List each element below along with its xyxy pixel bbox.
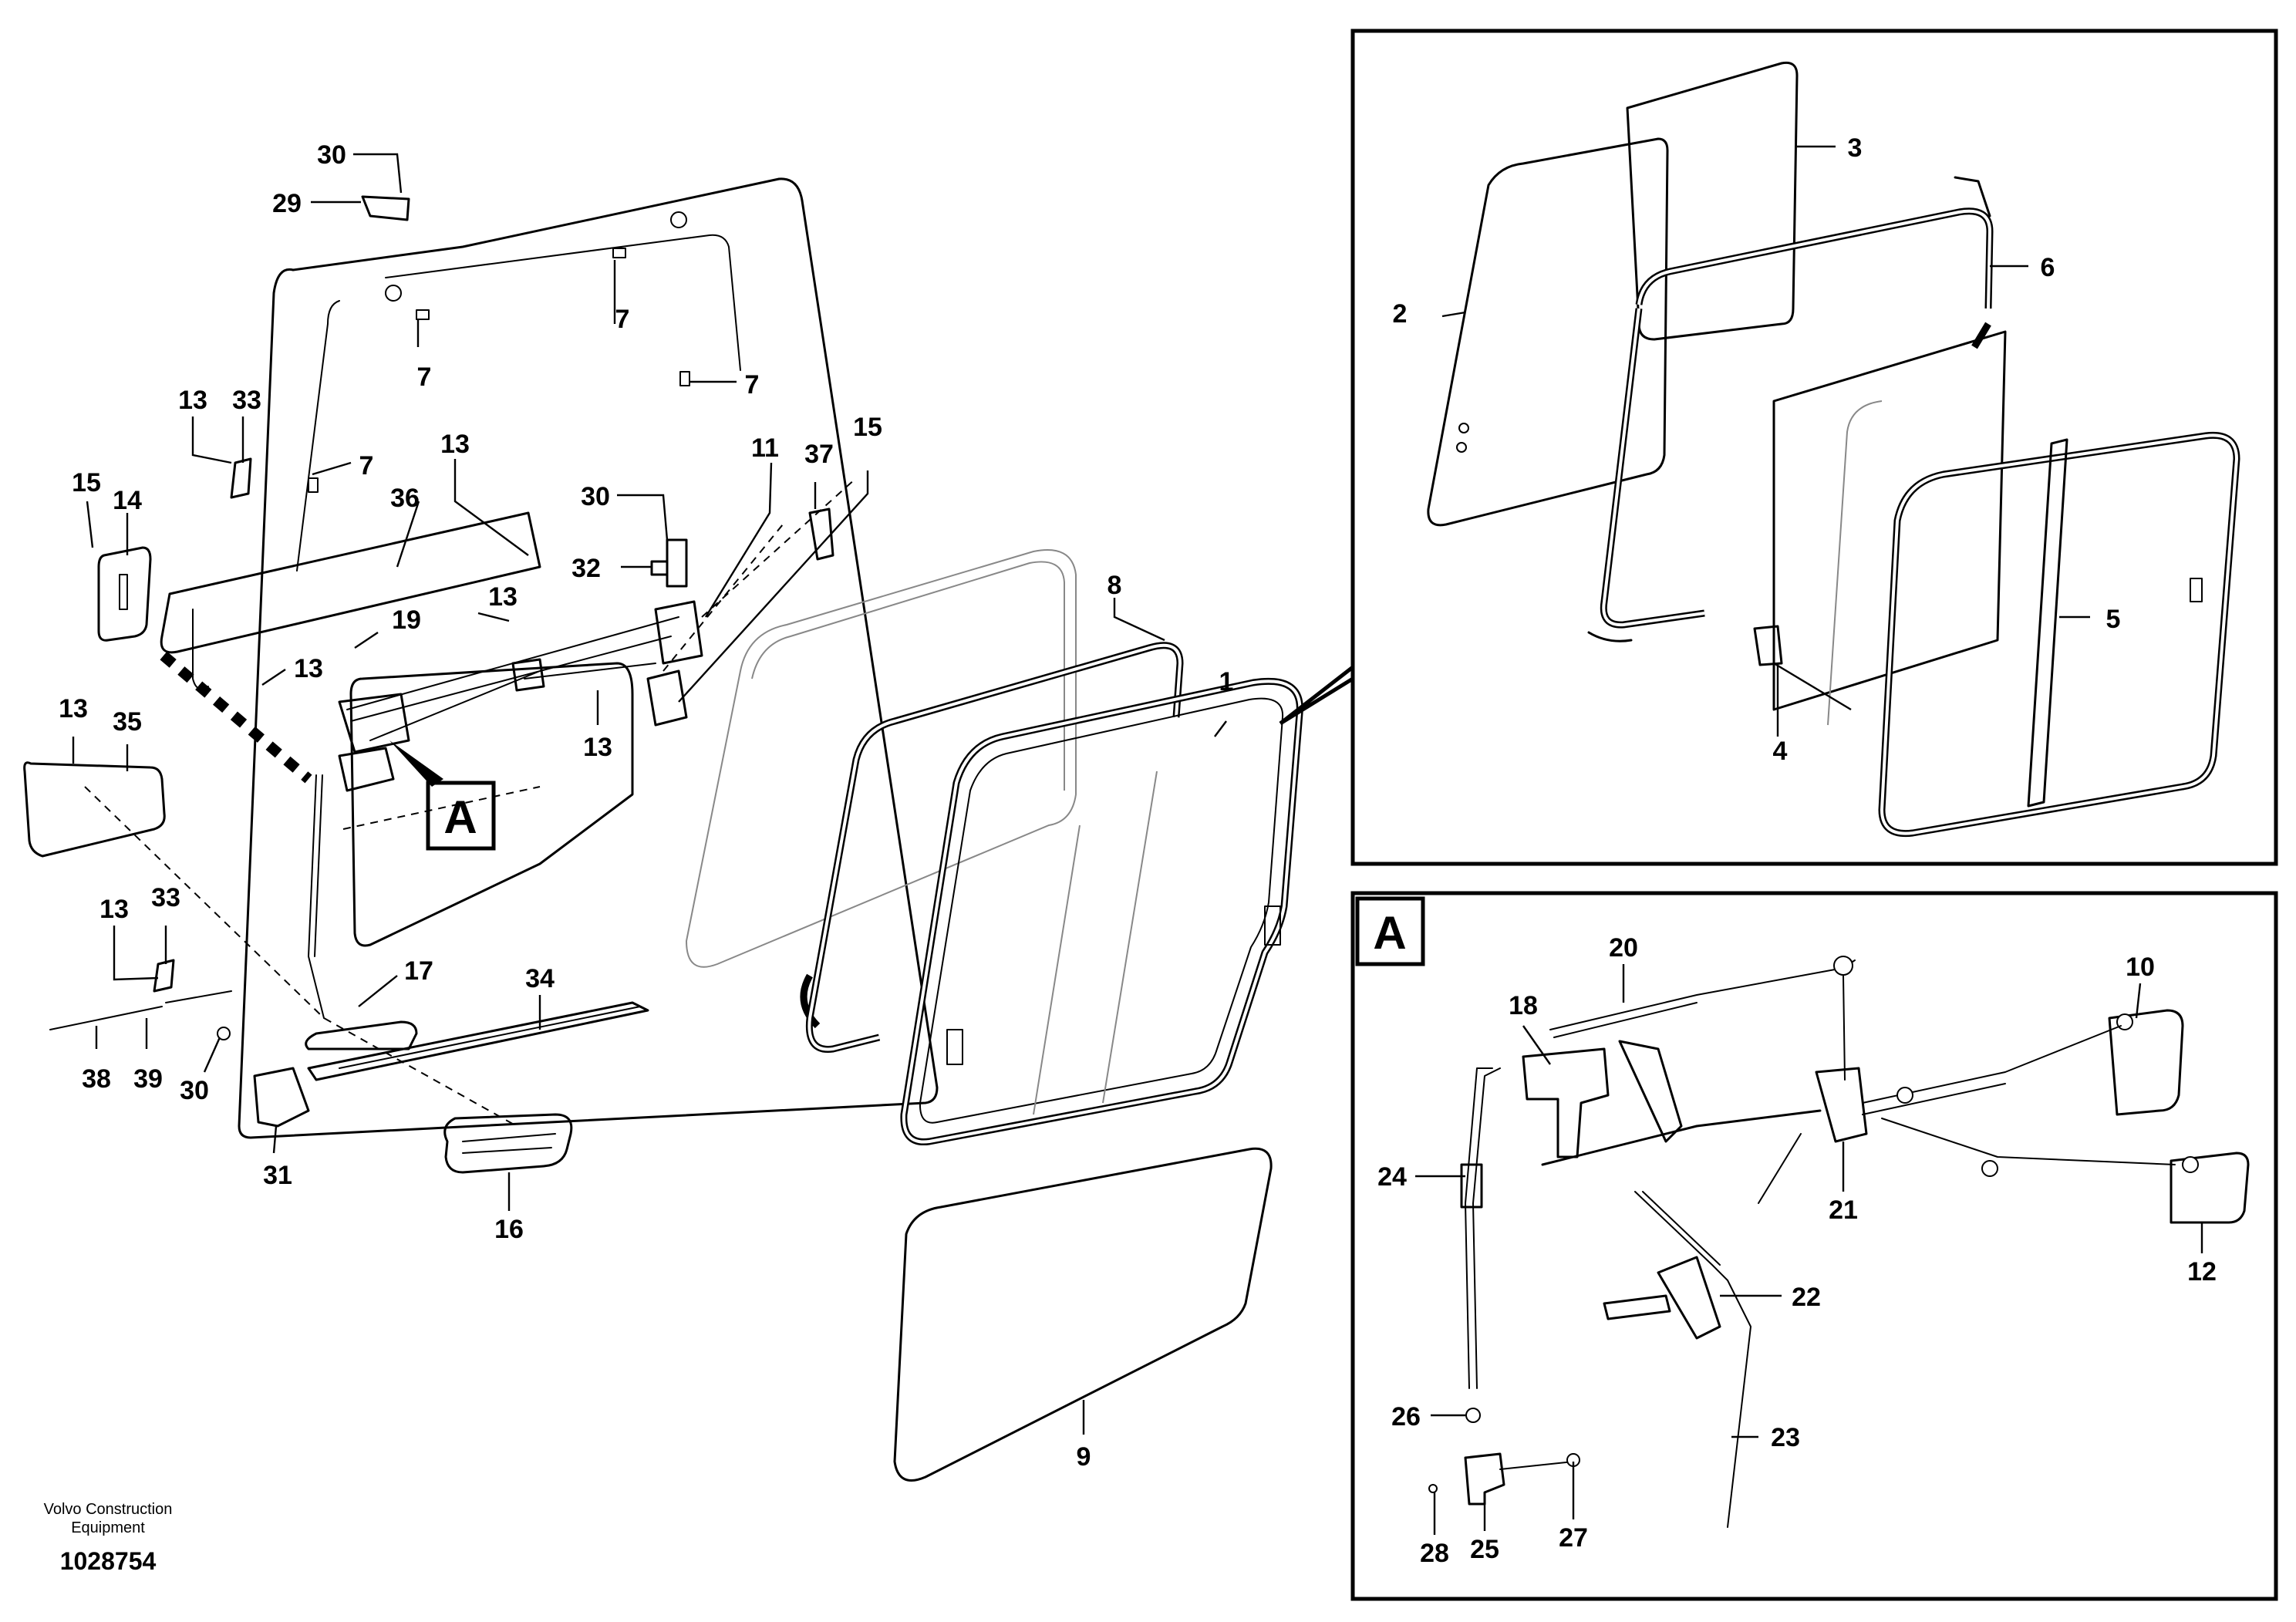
inset-box bbox=[1279, 29, 2278, 866]
label-35: 35 bbox=[113, 707, 142, 737]
document-number: 1028754 bbox=[60, 1547, 157, 1575]
label-7-left: 7 bbox=[359, 451, 374, 481]
label-1: 1 bbox=[1219, 667, 1234, 696]
assembly-lines bbox=[84, 477, 857, 1127]
label-7-right: 7 bbox=[745, 370, 760, 400]
credit-line-1: Volvo Construction bbox=[44, 1501, 173, 1518]
label-15-right: 15 bbox=[853, 413, 882, 442]
label-34: 34 bbox=[525, 964, 555, 993]
label-31: 31 bbox=[263, 1161, 292, 1190]
label-18: 18 bbox=[1509, 991, 1538, 1020]
label-19: 19 bbox=[392, 605, 421, 635]
label-7-top-left: 7 bbox=[417, 363, 432, 392]
label-26: 26 bbox=[1391, 1402, 1421, 1431]
label-13-lower: 13 bbox=[99, 895, 129, 924]
credit-block: Volvo Construction Equipment 1028754 bbox=[44, 1501, 173, 1575]
detail-labels: 20 10 18 24 21 12 22 26 23 27 28 25 bbox=[1377, 933, 2217, 1568]
label-8: 8 bbox=[1108, 571, 1122, 600]
main-labels: 30 29 7 7 7 7 13 33 13 15 14 36 11 37 15… bbox=[59, 140, 1233, 1472]
label-36: 36 bbox=[390, 484, 420, 513]
callout-a-letter: A bbox=[443, 791, 477, 843]
label-3: 3 bbox=[1848, 133, 1863, 163]
detail-box-letter: A bbox=[1373, 907, 1406, 959]
label-16: 16 bbox=[494, 1215, 524, 1244]
detail-box bbox=[1350, 891, 2278, 1601]
label-33-lower: 33 bbox=[151, 883, 180, 912]
label-30-lower: 30 bbox=[180, 1076, 209, 1105]
window-parts bbox=[800, 642, 1303, 1482]
label-5: 5 bbox=[2106, 605, 2121, 634]
label-15-left: 15 bbox=[72, 468, 101, 497]
label-39: 39 bbox=[133, 1064, 163, 1094]
label-6: 6 bbox=[2041, 253, 2055, 282]
label-29: 29 bbox=[272, 189, 302, 218]
label-22: 22 bbox=[1792, 1283, 1821, 1312]
label-32: 32 bbox=[571, 554, 601, 583]
label-13-panel-36: 13 bbox=[440, 430, 470, 459]
label-12: 12 bbox=[2187, 1257, 2217, 1286]
label-25: 25 bbox=[1470, 1535, 1499, 1564]
label-11: 11 bbox=[751, 433, 779, 463]
label-37: 37 bbox=[804, 440, 834, 469]
label-13-latch: 13 bbox=[583, 733, 612, 762]
label-4: 4 bbox=[1773, 737, 1788, 766]
label-24: 24 bbox=[1377, 1162, 1407, 1192]
label-20: 20 bbox=[1609, 933, 1638, 963]
label-17: 17 bbox=[404, 956, 433, 986]
door-assembly bbox=[23, 177, 1077, 1174]
label-28: 28 bbox=[1420, 1539, 1449, 1568]
label-33-upper: 33 bbox=[232, 386, 261, 415]
label-14: 14 bbox=[113, 486, 142, 515]
callout-a: A bbox=[389, 740, 496, 851]
label-13-upper-left: 13 bbox=[178, 386, 207, 415]
label-2: 2 bbox=[1393, 299, 1408, 329]
credit-line-2: Equipment bbox=[71, 1519, 145, 1536]
label-13-far-left: 13 bbox=[59, 694, 88, 723]
label-21: 21 bbox=[1829, 1195, 1858, 1225]
label-13-center: 13 bbox=[488, 582, 518, 612]
label-30-top: 30 bbox=[317, 140, 346, 170]
label-27: 27 bbox=[1559, 1523, 1588, 1553]
label-23: 23 bbox=[1771, 1423, 1800, 1452]
leader-lines bbox=[72, 145, 2203, 1535]
inset-labels: 3 2 6 5 4 bbox=[1393, 133, 2121, 766]
label-10: 10 bbox=[2126, 953, 2155, 982]
label-7-top-right: 7 bbox=[615, 305, 630, 334]
label-13-mech: 13 bbox=[294, 654, 323, 683]
label-38: 38 bbox=[82, 1064, 111, 1094]
label-9: 9 bbox=[1077, 1442, 1091, 1472]
label-30-upper: 30 bbox=[581, 482, 610, 511]
